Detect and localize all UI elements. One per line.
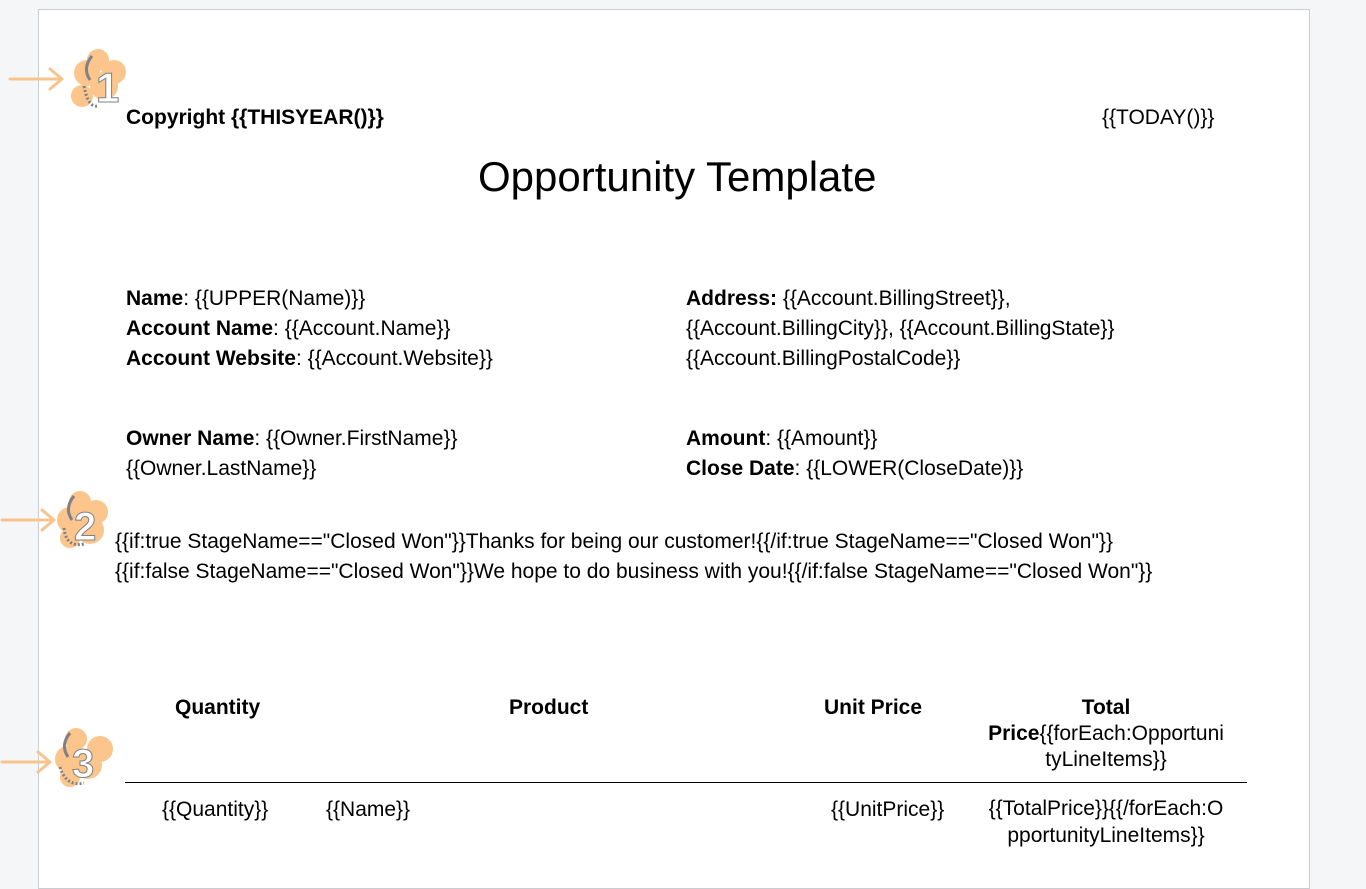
row-total-price: {{TotalPrice}}{{/forEach:O pportunityLin…	[988, 797, 1224, 847]
account-name-field: Account Name: {{Account.Name}}	[126, 317, 451, 340]
column-header-product: Product	[509, 696, 589, 719]
owner-name-line-2: {{Owner.LastName}}	[126, 457, 317, 480]
marker-3-number: 3	[72, 742, 94, 786]
conditional-line-false: {{if:false StageName=="Closed Won"}}We h…	[115, 560, 1153, 583]
row-name: {{Name}}	[326, 798, 411, 821]
address-line-2: {{Account.BillingCity}}, {{Account.Billi…	[686, 317, 1115, 340]
address-line-3: {{Account.BillingPostalCode}}	[686, 347, 961, 370]
address-field: Address: {{Account.BillingStreet}},	[686, 287, 1011, 310]
column-header-quantity: Quantity	[175, 696, 261, 719]
account-website-field: Account Website: {{Account.Website}}	[126, 347, 493, 370]
marker-3-icon: 3	[0, 727, 113, 797]
owner-name-field: Owner Name: {{Owner.FirstName}}	[126, 427, 458, 450]
today-field: {{TODAY()}}	[1102, 106, 1215, 129]
marker-1-number: 1	[96, 64, 119, 111]
marker-2-number: 2	[74, 505, 96, 549]
conditional-line-true: {{if:true StageName=="Closed Won"}}Thank…	[115, 530, 1113, 553]
document-page: Copyright {{THISYEAR()}} {{TODAY()}} Opp…	[38, 9, 1310, 889]
table-header-divider	[125, 782, 1247, 783]
amount-field: Amount: {{Amount}}	[686, 427, 878, 450]
page-title: Opportunity Template	[478, 153, 877, 200]
column-header-unit-price: Unit Price	[824, 696, 923, 719]
name-field: Name: {{UPPER(Name)}}	[126, 287, 366, 310]
close-date-field: Close Date: {{LOWER(CloseDate)}}	[686, 457, 1024, 480]
row-unit-price: {{UnitPrice}}	[831, 798, 945, 821]
copyright-text: Copyright {{THISYEAR()}}	[126, 106, 384, 129]
column-header-total: Total Price{{forEach:Opportuni tyLineIte…	[988, 696, 1224, 771]
marker-1-icon: 1	[8, 46, 126, 116]
marker-2-icon: 2	[0, 490, 110, 560]
row-quantity: {{Quantity}}	[162, 798, 269, 821]
